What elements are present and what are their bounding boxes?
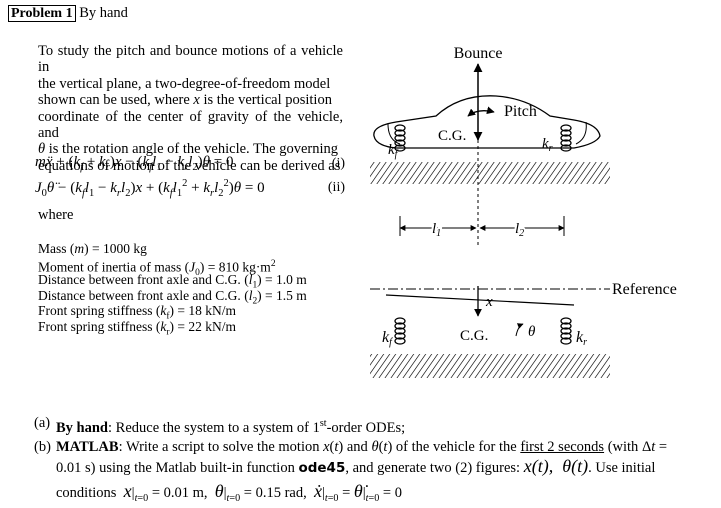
front-bumper [387,123,401,145]
problem-heading: Problem 1 By hand [8,5,128,22]
l1-label: l1 [432,221,441,239]
intro-line: shown can be used, where x is the vertic… [38,92,332,109]
intro-paragraph: To study the pitch and bounce motions of… [38,43,343,174]
cg-bottom-label: C.G. [460,328,488,344]
task-b: (b) MATLAB: Write a script to solve the … [34,438,714,508]
ode45-function: ode45 [298,459,346,476]
theta-label: θ [528,324,536,340]
param-l1: Distance between front axle and C.G. (l1… [38,272,307,291]
car-body [373,95,601,149]
intro-line: the vertical plane, a two-degree-of-free… [38,75,331,92]
vehicle-model-diagram: Bounce Pitch kf kr C.G. l1 l2 Reference … [370,45,677,378]
parameter-list: Mass (m) = 1000 kg Moment of inertia of … [38,241,307,338]
theta-arrow [515,323,524,337]
rear-spring-bottom [560,317,572,345]
front-spring-bottom [394,317,406,345]
rear-bumper [575,121,587,145]
cg-top-label: C.G. [438,128,466,144]
intro-line: To study the pitch and bounce motions of… [38,43,343,76]
equation-1: mẍ + (kf + kr)x − (kfl1 − krl2)θ = 0 (i) [35,154,345,173]
task-b-line-2: 0.01 s) using the Matlab built-in functi… [56,455,656,476]
l2-label: l2 [515,221,524,239]
where-label: where [38,207,74,223]
intro-line: coordinate of the center of gravity of t… [38,108,343,142]
front-spring-top [394,124,406,152]
rear-spring-top [560,124,572,152]
param-l2: Distance between front axle and C.G. (l2… [38,287,307,307]
param-mass: Mass (m) = 1000 kg [38,241,147,256]
tilted-body-line [385,294,575,306]
param-inertia: Moment of inertia of mass (J0) = 810 kg·… [38,258,276,278]
task-a: (a) By hand: Reduce the system to a syst… [34,415,406,436]
x-label: x [485,294,493,310]
reference-label: Reference [612,281,677,298]
intro-line: equations of motion of the vehicle can b… [38,157,341,174]
problem-label: Problem 1 [8,5,76,22]
bounce-label: Bounce [454,45,503,62]
pitch-label: Pitch [504,103,537,120]
ground-bottom [370,354,610,378]
problem-mode: By hand [79,5,128,21]
intro-line: θ is the rotation angle of the vehicle. … [38,141,338,158]
pitch-arrow [467,106,495,117]
kf-bottom-label: kf [382,329,393,348]
equation-1-number: (i) [331,156,345,171]
equations-of-motion: mẍ + (kf + kr)x − (kfl1 − krl2)θ = 0 (i)… [35,154,345,202]
equation-2-number: (ii) [327,180,345,195]
param-kf: Front spring stiffness (kf) = 18 kN/m [38,303,237,323]
equation-2: J0θ̈ − (kfl1 − krl2)x + (kfl12 + krl22)θ… [35,178,345,199]
kr-top-label: kr [542,136,553,154]
task-list: (a) By hand: Reduce the system to a syst… [34,414,714,508]
kf-top-label: kf [388,142,399,160]
task-b-line-1: MATLAB: Write a script to solve the moti… [56,438,668,455]
task-b-line-3: conditions x|t=0 = 0.01 m, θ|t=0 = 0.15 … [56,480,402,504]
param-kr: Front spring stiffness (kr) = 22 kN/m [38,318,237,338]
kr-bottom-label: kr [576,329,587,348]
ground-top [370,162,610,184]
